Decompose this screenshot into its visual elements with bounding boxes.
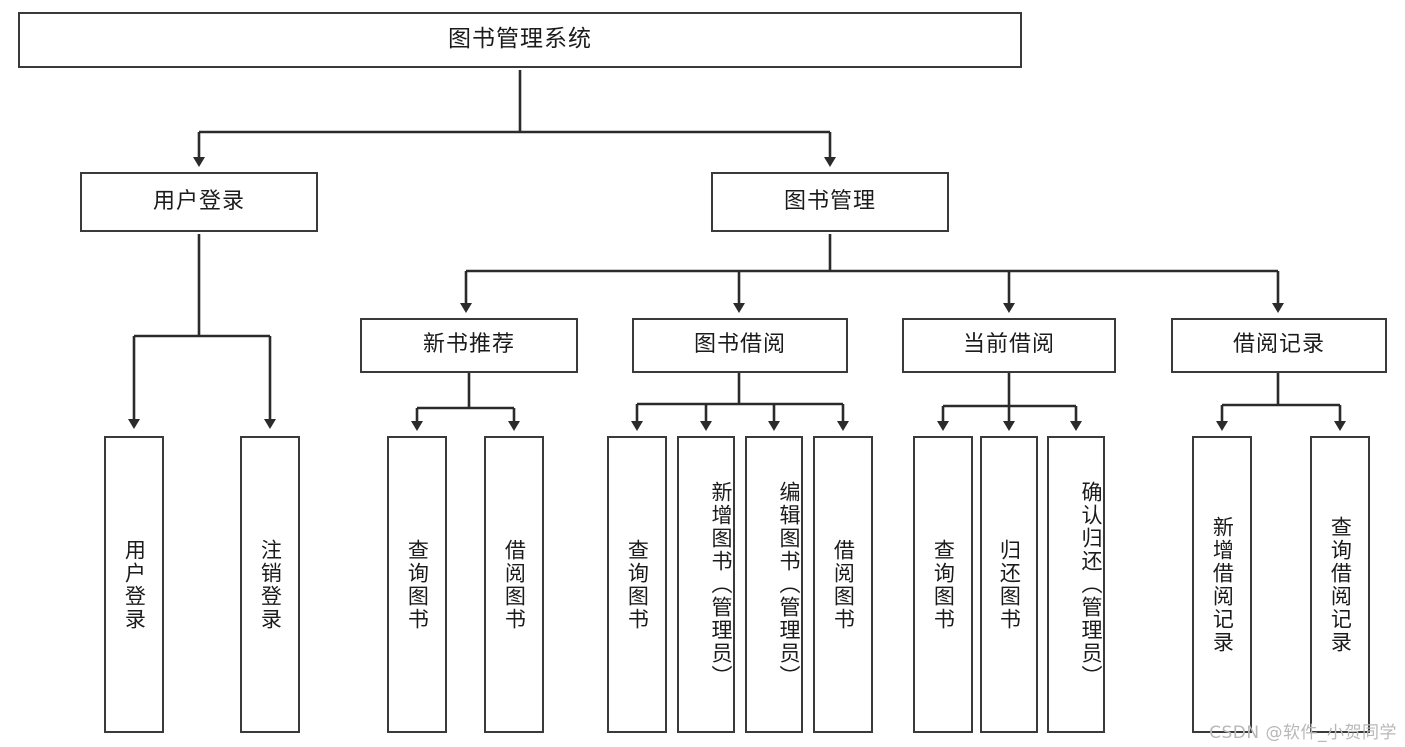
leaf-confirm-return-admin[interactable]: 确认归还（管理员） bbox=[1047, 436, 1105, 733]
leaf-borrow-book[interactable]: 借阅图书 bbox=[813, 436, 873, 733]
node-borrow-record[interactable]: 借阅记录 bbox=[1171, 318, 1387, 373]
leaf-add-book-admin[interactable]: 新增图书（管理员） bbox=[677, 436, 735, 733]
leaf-query-book-current[interactable]: 查询图书 bbox=[913, 436, 973, 733]
leaf-edit-book-admin[interactable]: 编辑图书（管理员） bbox=[745, 436, 803, 733]
node-root-system[interactable]: 图书管理系统 bbox=[18, 12, 1022, 68]
leaf-borrow-book-recommend[interactable]: 借阅图书 bbox=[484, 436, 544, 733]
leaf-query-borrow-record[interactable]: 查询借阅记录 bbox=[1310, 436, 1370, 733]
node-user-login[interactable]: 用户登录 bbox=[80, 172, 318, 232]
node-current-borrow[interactable]: 当前借阅 bbox=[902, 318, 1116, 373]
node-new-book-recommend[interactable]: 新书推荐 bbox=[360, 318, 578, 373]
leaf-user-login[interactable]: 用户登录 bbox=[104, 436, 164, 733]
leaf-add-borrow-record[interactable]: 新增借阅记录 bbox=[1192, 436, 1252, 733]
leaf-query-book-recommend[interactable]: 查询图书 bbox=[387, 436, 447, 733]
node-book-management[interactable]: 图书管理 bbox=[711, 172, 949, 232]
leaf-return-book[interactable]: 归还图书 bbox=[980, 436, 1038, 733]
leaf-logout[interactable]: 注销登录 bbox=[240, 436, 300, 733]
watermark-credit: CSDN @软件_小贺同学 bbox=[1209, 723, 1397, 743]
leaf-query-book-borrow[interactable]: 查询图书 bbox=[607, 436, 667, 733]
node-book-borrow[interactable]: 图书借阅 bbox=[632, 318, 848, 373]
